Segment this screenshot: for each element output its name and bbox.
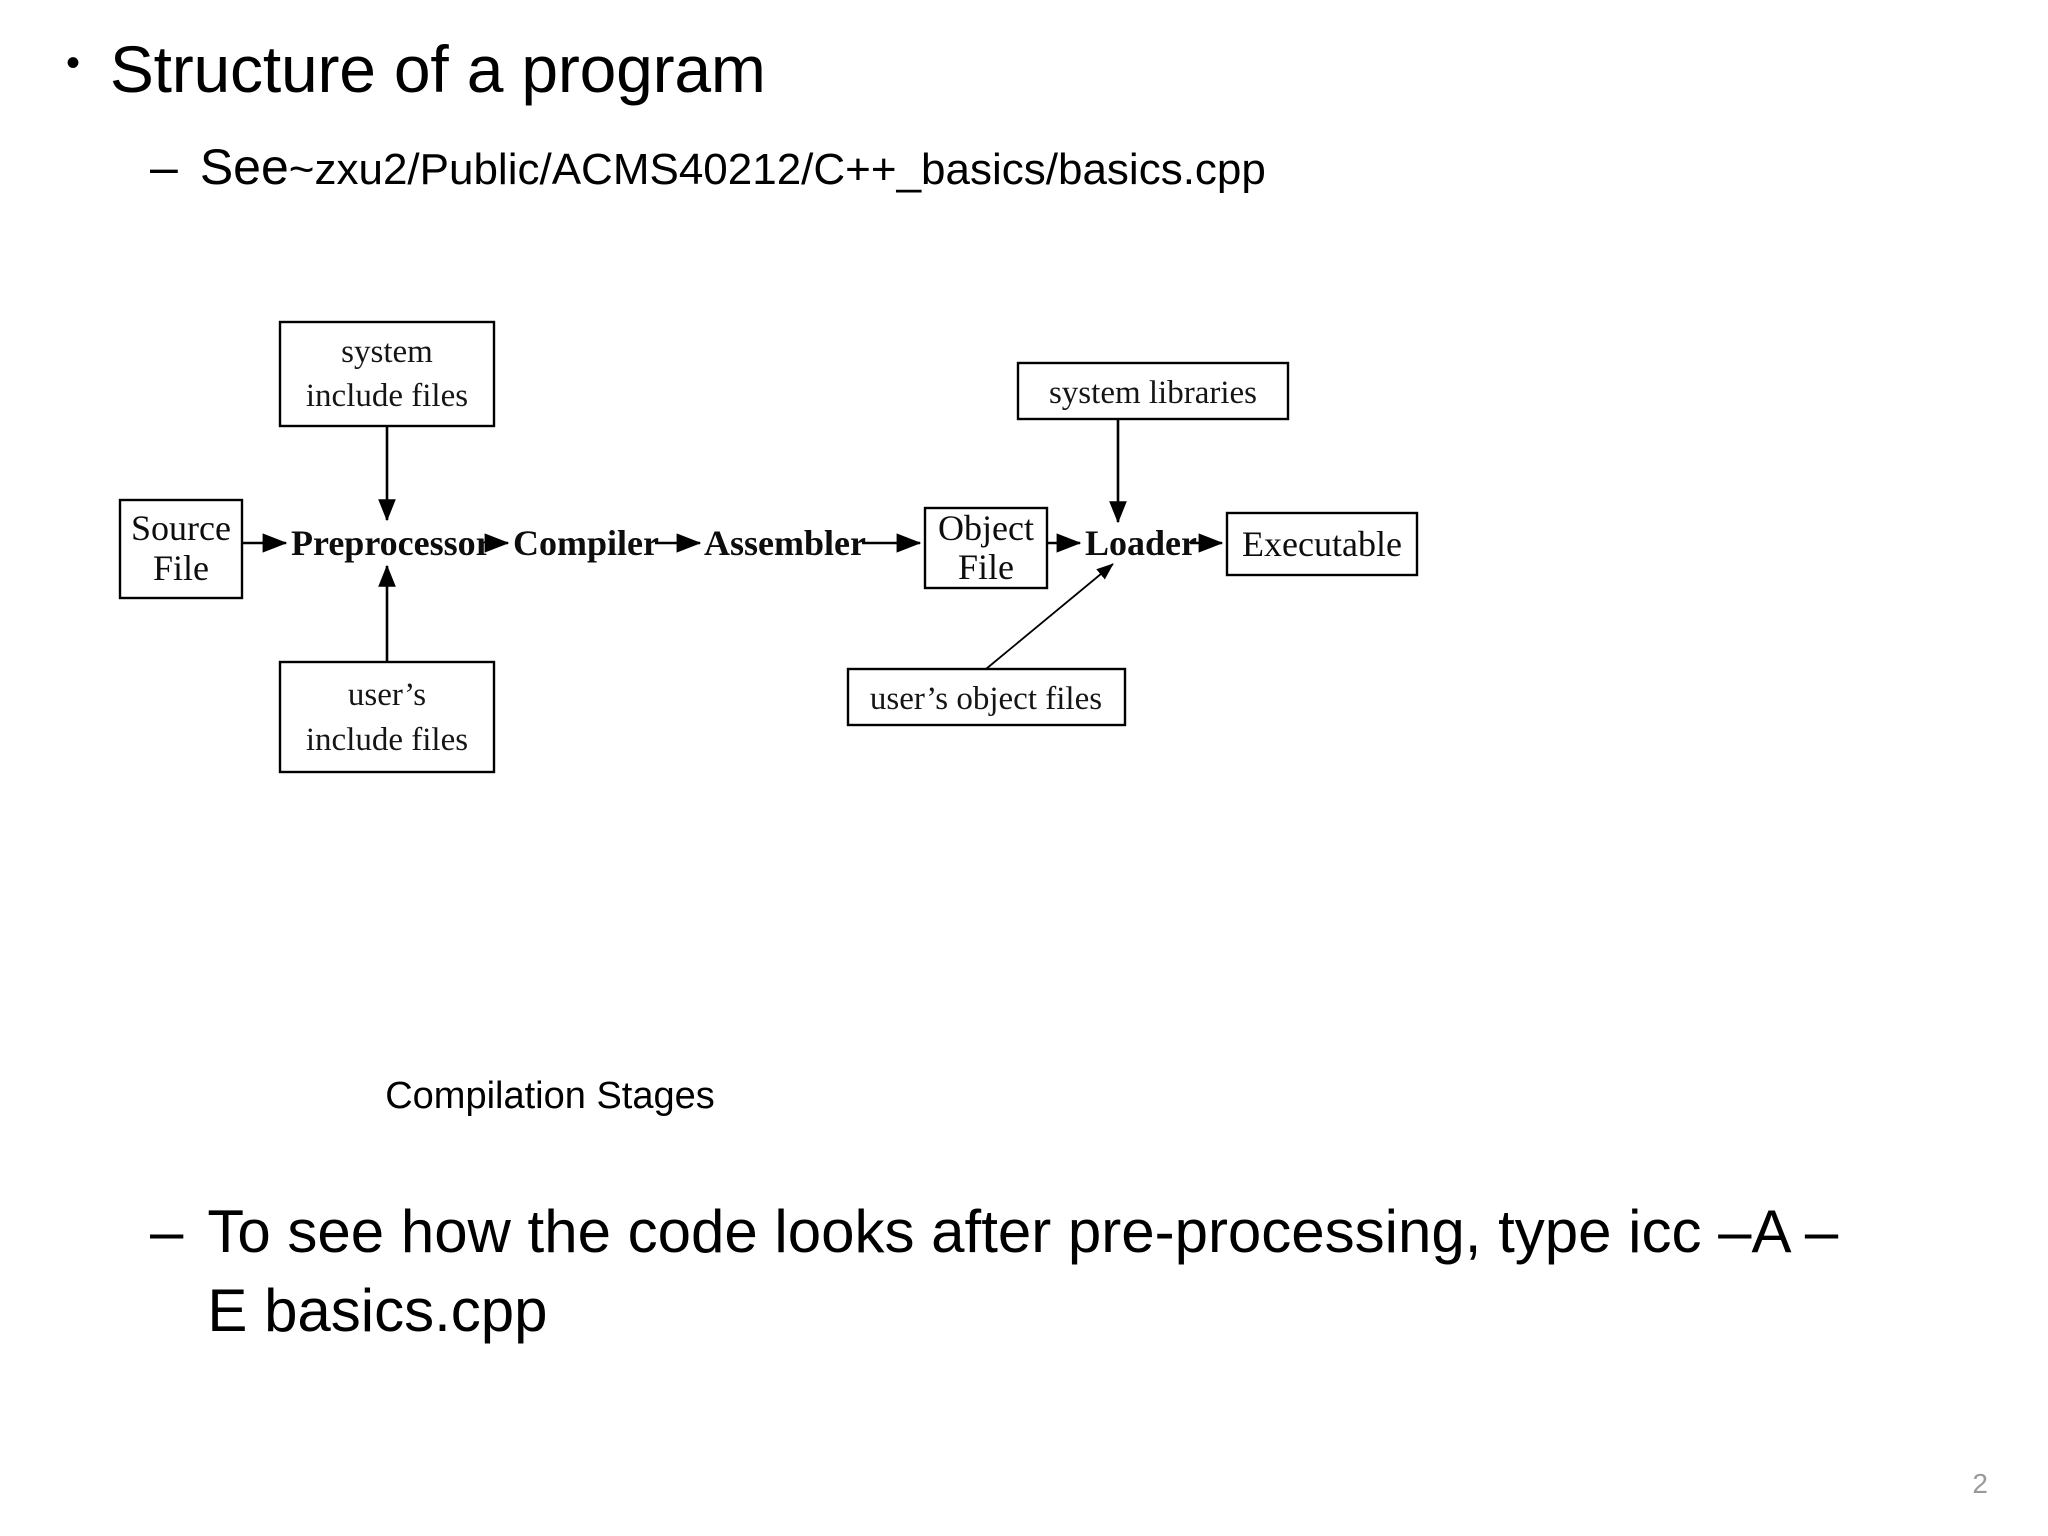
page-number: 2 [1972, 1468, 1988, 1499]
source-file-path: ~zxu2/Public/ACMS40212/C++_basics/basics… [288, 145, 1266, 194]
box-user-include-files-line1: user’s [348, 677, 426, 713]
compilation-stages-svg: system include files user’s include file… [118, 320, 1419, 774]
bullet-level1: • Structure of a program [60, 32, 766, 106]
box-object-file-line2: File [958, 547, 1014, 587]
arrow-userobjectfiles-to-loader [985, 563, 1114, 670]
box-system-include-files-line1: system [341, 334, 433, 370]
box-source-file [118, 498, 244, 600]
box-object-file-line1: Object [938, 508, 1034, 548]
bullet-marker-dash-2: – [150, 1198, 184, 1265]
bullet-level2-lead: See [199, 139, 289, 195]
bullet-level1-text: Structure of a program [109, 32, 766, 106]
box-system-libraries-label: system libraries [1049, 375, 1257, 411]
box-object-file [923, 506, 1049, 590]
box-system-include-files-line2: include files [306, 378, 468, 414]
box-system-libraries [1016, 361, 1290, 421]
box-source-file-line2: File [153, 548, 209, 588]
box-user-include-files [278, 660, 496, 774]
box-system-include-files [278, 320, 496, 428]
box-executable-label: Executable [1242, 524, 1402, 564]
stage-assembler-label: Assembler [704, 523, 866, 563]
diagram-caption: Compilation Stages [385, 1075, 715, 1117]
box-executable [1225, 511, 1419, 577]
bullet-level2-see: – See ~zxu2/Public/ACMS40212/C++_basics/… [150, 140, 1266, 195]
stage-loader-label: Loader [1085, 523, 1197, 563]
compilation-stages-diagram: system include files user’s include file… [0, 300, 2048, 1000]
bullet-level2-preprocess-text: To see how the code looks after pre-proc… [207, 1198, 1839, 1345]
bullet-marker-dash: – [150, 139, 178, 195]
bullet-level2-preprocess: – To see how the code looks after pre-pr… [150, 1192, 1940, 1350]
box-user-object-files-label: user’s object files [870, 681, 1102, 717]
bullet-marker-dot: • [66, 41, 80, 85]
box-source-file-line1: Source [131, 508, 231, 548]
stage-compiler-label: Compiler [513, 523, 659, 563]
box-user-include-files-line2: include files [306, 722, 468, 758]
stage-preprocessor-label: Preprocessor [291, 523, 492, 563]
